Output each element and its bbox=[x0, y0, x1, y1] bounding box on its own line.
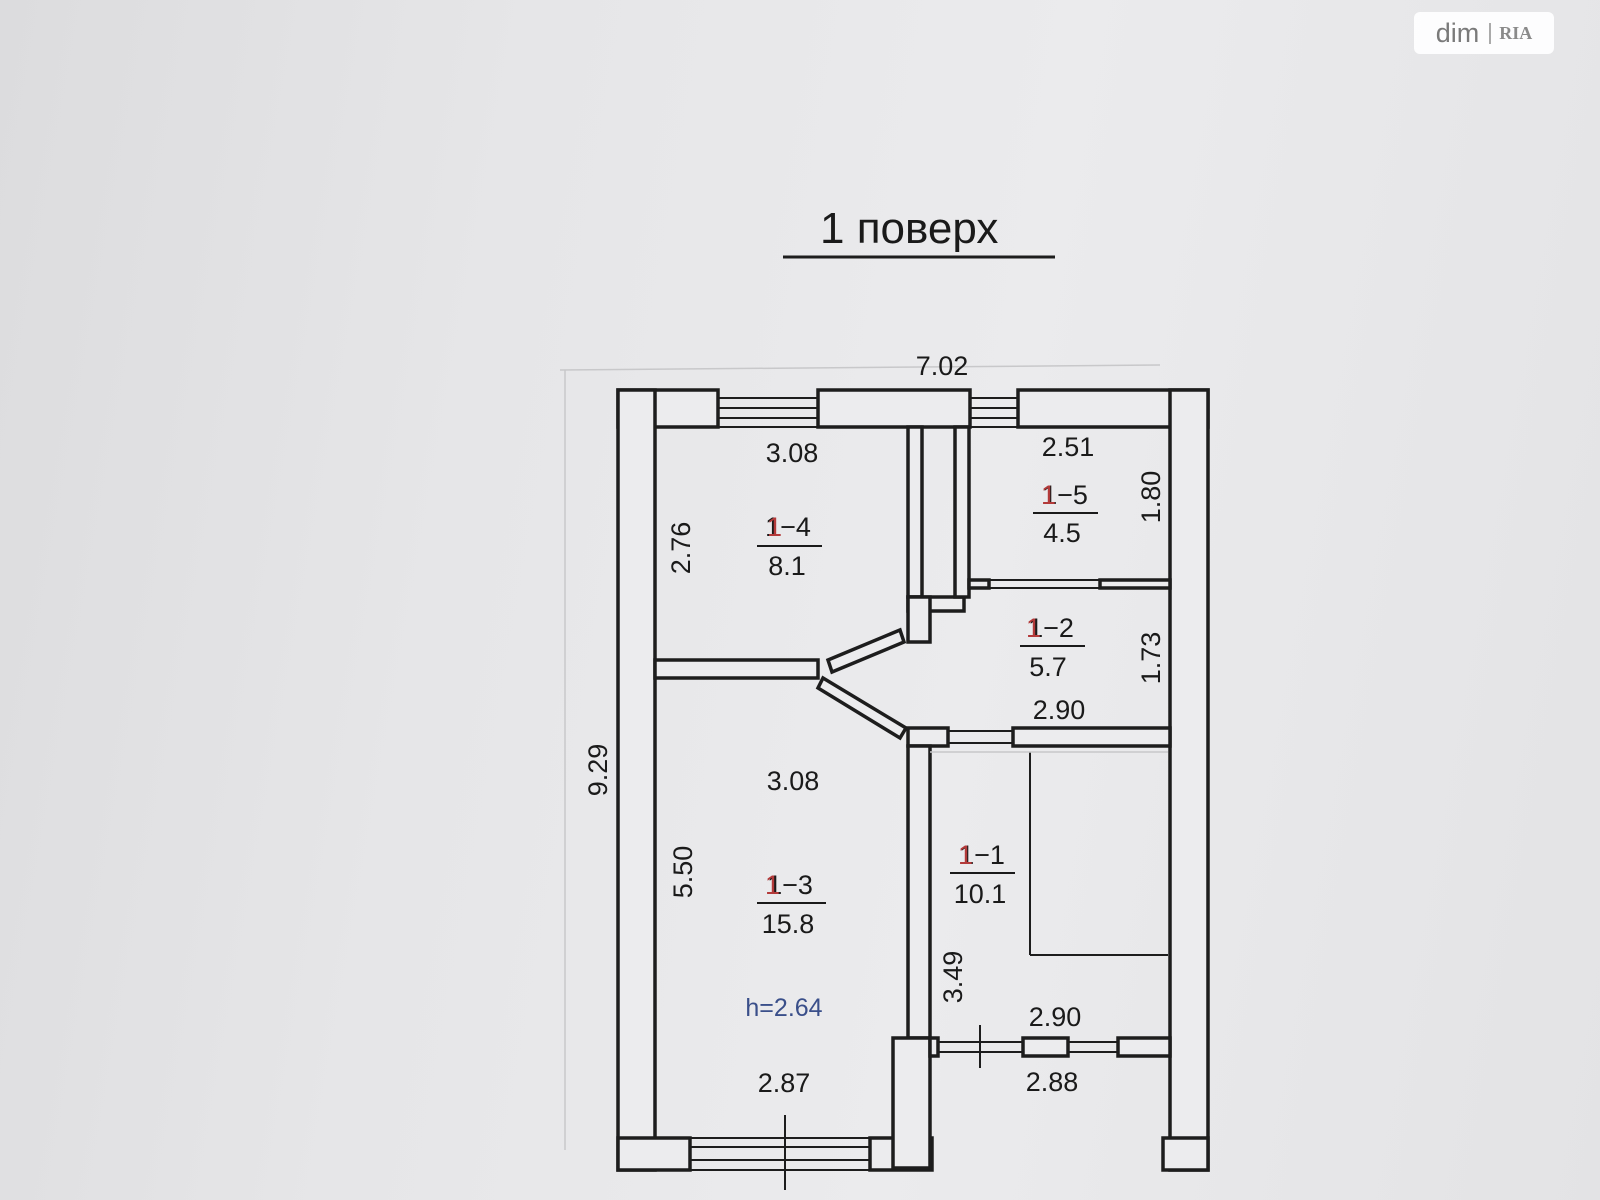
room-area: 15.8 bbox=[762, 909, 815, 939]
room-dim: 1.73 bbox=[1136, 632, 1166, 685]
room-1-1: 1−1 1 10.1 3.49 2.90 2.88 bbox=[938, 840, 1081, 1097]
watermark-brand: dim bbox=[1435, 17, 1480, 48]
overall-width: 7.02 bbox=[916, 351, 969, 381]
room-label-number: 1 bbox=[765, 870, 780, 900]
outer-walls bbox=[616, 388, 1210, 1172]
room-dim: 2.90 bbox=[1029, 1002, 1082, 1032]
plan-title: 1 поверх bbox=[820, 204, 998, 253]
room-label-number: 1 bbox=[1041, 480, 1056, 510]
watermark-logo: dim RIA bbox=[1414, 12, 1554, 54]
room-label: 1−1 bbox=[959, 840, 1005, 870]
window-top-left bbox=[718, 397, 818, 428]
room-1-4: 3.08 2.76 1−4 1 8.1 bbox=[666, 438, 822, 581]
ceiling-height: h=2.64 bbox=[745, 994, 822, 1022]
window-bottom bbox=[690, 1115, 870, 1190]
room-dim: 2.51 bbox=[1042, 432, 1095, 462]
room-1-2: 1−2 1 5.7 1.73 2.90 bbox=[1020, 613, 1166, 725]
room-area: 5.7 bbox=[1029, 652, 1067, 682]
guide-line bbox=[559, 364, 1161, 371]
room-label-number: 1 bbox=[767, 512, 782, 542]
room-dim: 3.08 bbox=[766, 438, 819, 468]
room-dim: 1.80 bbox=[1136, 471, 1166, 524]
room-dim: 2.88 bbox=[1026, 1067, 1079, 1097]
room-dim: 3.08 bbox=[767, 766, 820, 796]
overall-height: 9.29 bbox=[583, 744, 613, 797]
room-area: 4.5 bbox=[1043, 518, 1081, 548]
room-1-3: 3.08 5.50 1−3 1 15.8 h=2.64 2.87 bbox=[668, 766, 826, 1098]
interior-walls bbox=[653, 425, 1172, 1170]
room-label: 1−3 bbox=[767, 870, 813, 900]
room-dim: 2.87 bbox=[758, 1068, 811, 1098]
room-1-5: 2.51 1.80 1−5 1 4.5 bbox=[1033, 432, 1166, 548]
room-dim: 2.76 bbox=[666, 522, 696, 575]
room-label: 1−2 bbox=[1028, 613, 1074, 643]
room-dim: 2.90 bbox=[1033, 695, 1086, 725]
room-label-number: 1 bbox=[958, 840, 973, 870]
room-label-number: 1 bbox=[1026, 613, 1041, 643]
window-top-right bbox=[970, 397, 1018, 428]
watermark-brand-secondary: RIA bbox=[1489, 22, 1532, 44]
room-label: 1−4 bbox=[765, 512, 811, 542]
room-area: 8.1 bbox=[768, 551, 806, 581]
room-label: 1−5 bbox=[1042, 480, 1088, 510]
room-dim: 3.49 bbox=[938, 951, 968, 1004]
room-area: 10.1 bbox=[954, 879, 1007, 909]
room-dim: 5.50 bbox=[668, 846, 698, 899]
